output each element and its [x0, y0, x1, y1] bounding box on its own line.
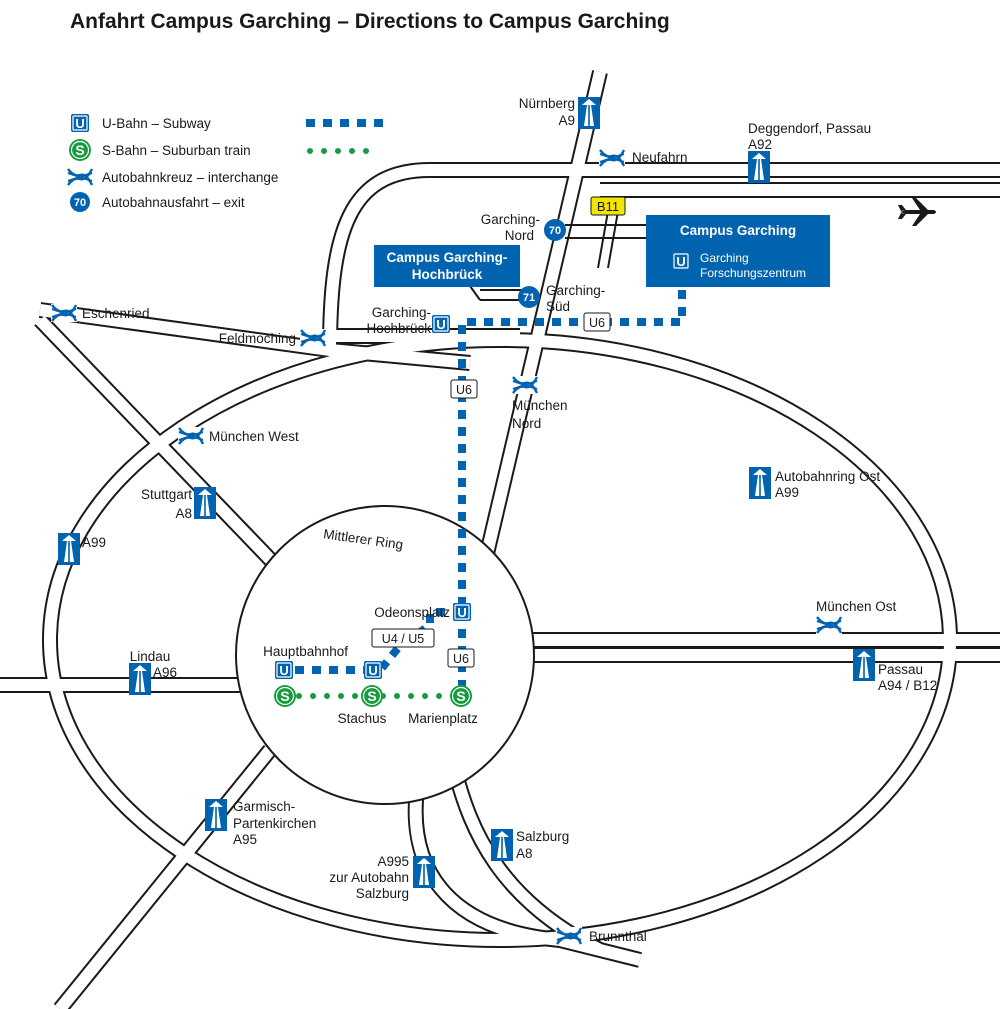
- label-garching-nord-2: Nord: [505, 228, 534, 243]
- campus-garching-station-line1: Garching: [700, 251, 749, 265]
- map-title: Anfahrt Campus Garching – Directions to …: [70, 10, 670, 33]
- label-muenchen-ost: München Ost: [816, 599, 897, 614]
- svg-text:U6: U6: [589, 316, 605, 330]
- label-muenchen-nord-2: Nord: [512, 416, 541, 431]
- svg-text:U4 / U5: U4 / U5: [382, 632, 424, 646]
- u6-label-mid: U6: [450, 379, 478, 399]
- label-ring-ost-2: A99: [775, 485, 799, 500]
- b11-label: B11: [597, 199, 619, 214]
- label-a995-2: zur Autobahn: [329, 870, 409, 885]
- u6-label-top: U6: [583, 312, 611, 332]
- interchange-icon: [554, 925, 584, 947]
- svg-text:U6: U6: [453, 652, 469, 666]
- b11-badge: B11: [590, 196, 626, 216]
- legend-ubahn-label: U-Bahn – Subway: [102, 116, 211, 131]
- label-deggendorf-2: A92: [748, 137, 772, 152]
- motorway-sign-icon: [578, 97, 600, 129]
- label-stachus: Stachus: [338, 711, 387, 726]
- interchange-icon: [65, 166, 95, 188]
- u-bahn-icon: [274, 660, 294, 680]
- label-passau-1: Passau: [878, 662, 923, 677]
- label-stuttgart-1: Stuttgart: [141, 487, 192, 502]
- interchange-icon: [597, 147, 627, 169]
- campus-hochbrueck-line2: Hochbrück: [412, 267, 483, 282]
- exit-71: 71: [518, 286, 540, 308]
- motorway-sign-icon: [129, 663, 151, 695]
- label-nuernberg-1: Nürnberg: [519, 96, 575, 111]
- motorway-sign-icon: [748, 151, 770, 183]
- label-passau-2: A94 / B12: [878, 678, 937, 693]
- label-garmisch-2: Partenkirchen: [233, 816, 316, 831]
- label-muenchen-nord-1: München: [512, 398, 568, 413]
- label-nuernberg-2: A9: [558, 113, 575, 128]
- legend: U-Bahn – Subway S-Bahn – Suburban train …: [65, 113, 384, 212]
- label-lindau-2: A96: [153, 665, 177, 680]
- interchange-icon: [814, 614, 844, 636]
- exit-70-label: 70: [549, 225, 561, 237]
- label-salzburg-2: A8: [516, 846, 533, 861]
- label-odeonsplatz: Odeonsplatz: [374, 605, 450, 620]
- s-bahn-icon: [273, 684, 297, 708]
- label-garching-sued-1: Garching-: [546, 283, 605, 298]
- motorway-sign-icon: [853, 649, 875, 681]
- label-a995-1: A995: [377, 854, 409, 869]
- label-a99-west: A99: [82, 535, 106, 550]
- label-deggendorf-1: Deggendorf, Passau: [748, 121, 871, 136]
- u-bahn-icon: [671, 251, 691, 271]
- label-garching-sued-2: Süd: [546, 299, 570, 314]
- campus-garching-title: Campus Garching: [680, 223, 796, 238]
- interchange-icon: [176, 425, 206, 447]
- label-garching-nord-1: Garching-: [481, 212, 540, 227]
- interchange-icon: [510, 374, 540, 396]
- legend-exit-number: 70: [74, 197, 86, 209]
- exit-number-icon: [70, 192, 90, 212]
- interchange-icon: [298, 327, 328, 349]
- interchange-icon: [49, 302, 79, 324]
- label-stuttgart-2: A8: [175, 506, 192, 521]
- u4-u5-label: U4 / U5: [371, 628, 435, 648]
- label-eschenried: Eschenried: [82, 306, 150, 321]
- label-lindau-1: Lindau: [130, 649, 171, 664]
- u6-label-low: U6: [447, 648, 475, 668]
- s-bahn-icon: [360, 684, 384, 708]
- motorway-sign-icon: [205, 799, 227, 831]
- motorway-sign-icon: [194, 487, 216, 519]
- label-garching-hochbrueck-1: Garching-: [372, 305, 431, 320]
- exit-71-label: 71: [523, 292, 535, 304]
- motorway-sign-icon: [58, 533, 80, 565]
- label-salzburg-1: Salzburg: [516, 829, 569, 844]
- motorway-sign-icon: [491, 829, 513, 861]
- svg-text:U6: U6: [456, 383, 472, 397]
- label-neufahrn: Neufahrn: [632, 150, 688, 165]
- campus-hochbrueck-box[interactable]: Campus Garching- Hochbrück: [374, 245, 520, 287]
- u-bahn-icon: [363, 660, 383, 680]
- exit-70: 70: [544, 219, 566, 241]
- u-bahn-icon: [452, 602, 472, 622]
- u-bahn-icon: [70, 113, 90, 133]
- s-bahn-icon: [449, 684, 473, 708]
- label-marienplatz: Marienplatz: [408, 711, 478, 726]
- label-garching-hochbrueck-2: Hochbrück: [366, 321, 431, 336]
- campus-hochbrueck-line1: Campus Garching-: [387, 250, 508, 265]
- u-bahn-icon: [431, 314, 451, 334]
- legend-interchange-label: Autobahnkreuz – interchange: [102, 170, 278, 185]
- label-garmisch-3: A95: [233, 832, 257, 847]
- label-a995-3: Salzburg: [356, 886, 409, 901]
- label-ring-ost-1: Autobahnring Ost: [775, 469, 880, 484]
- airplane-icon: [898, 198, 936, 226]
- campus-garching-station-line2: Forschungszentrum: [700, 266, 806, 280]
- s-bahn-icon: [68, 138, 92, 162]
- legend-exit-label: Autobahnausfahrt – exit: [102, 195, 245, 210]
- label-muenchen-west: München West: [209, 429, 299, 444]
- label-garmisch-1: Garmisch-: [233, 799, 295, 814]
- label-brunnthal: Brunnthal: [589, 929, 647, 944]
- motorway-sign-icon: [413, 856, 435, 888]
- label-feldmoching: Feldmoching: [219, 331, 296, 346]
- campus-garching-box[interactable]: Campus Garching Garching Forschungszentr…: [646, 215, 830, 287]
- motorway-sign-icon: [749, 467, 771, 499]
- legend-sbahn-label: S-Bahn – Suburban train: [102, 143, 251, 158]
- label-hauptbahnhof: Hauptbahnhof: [263, 644, 348, 659]
